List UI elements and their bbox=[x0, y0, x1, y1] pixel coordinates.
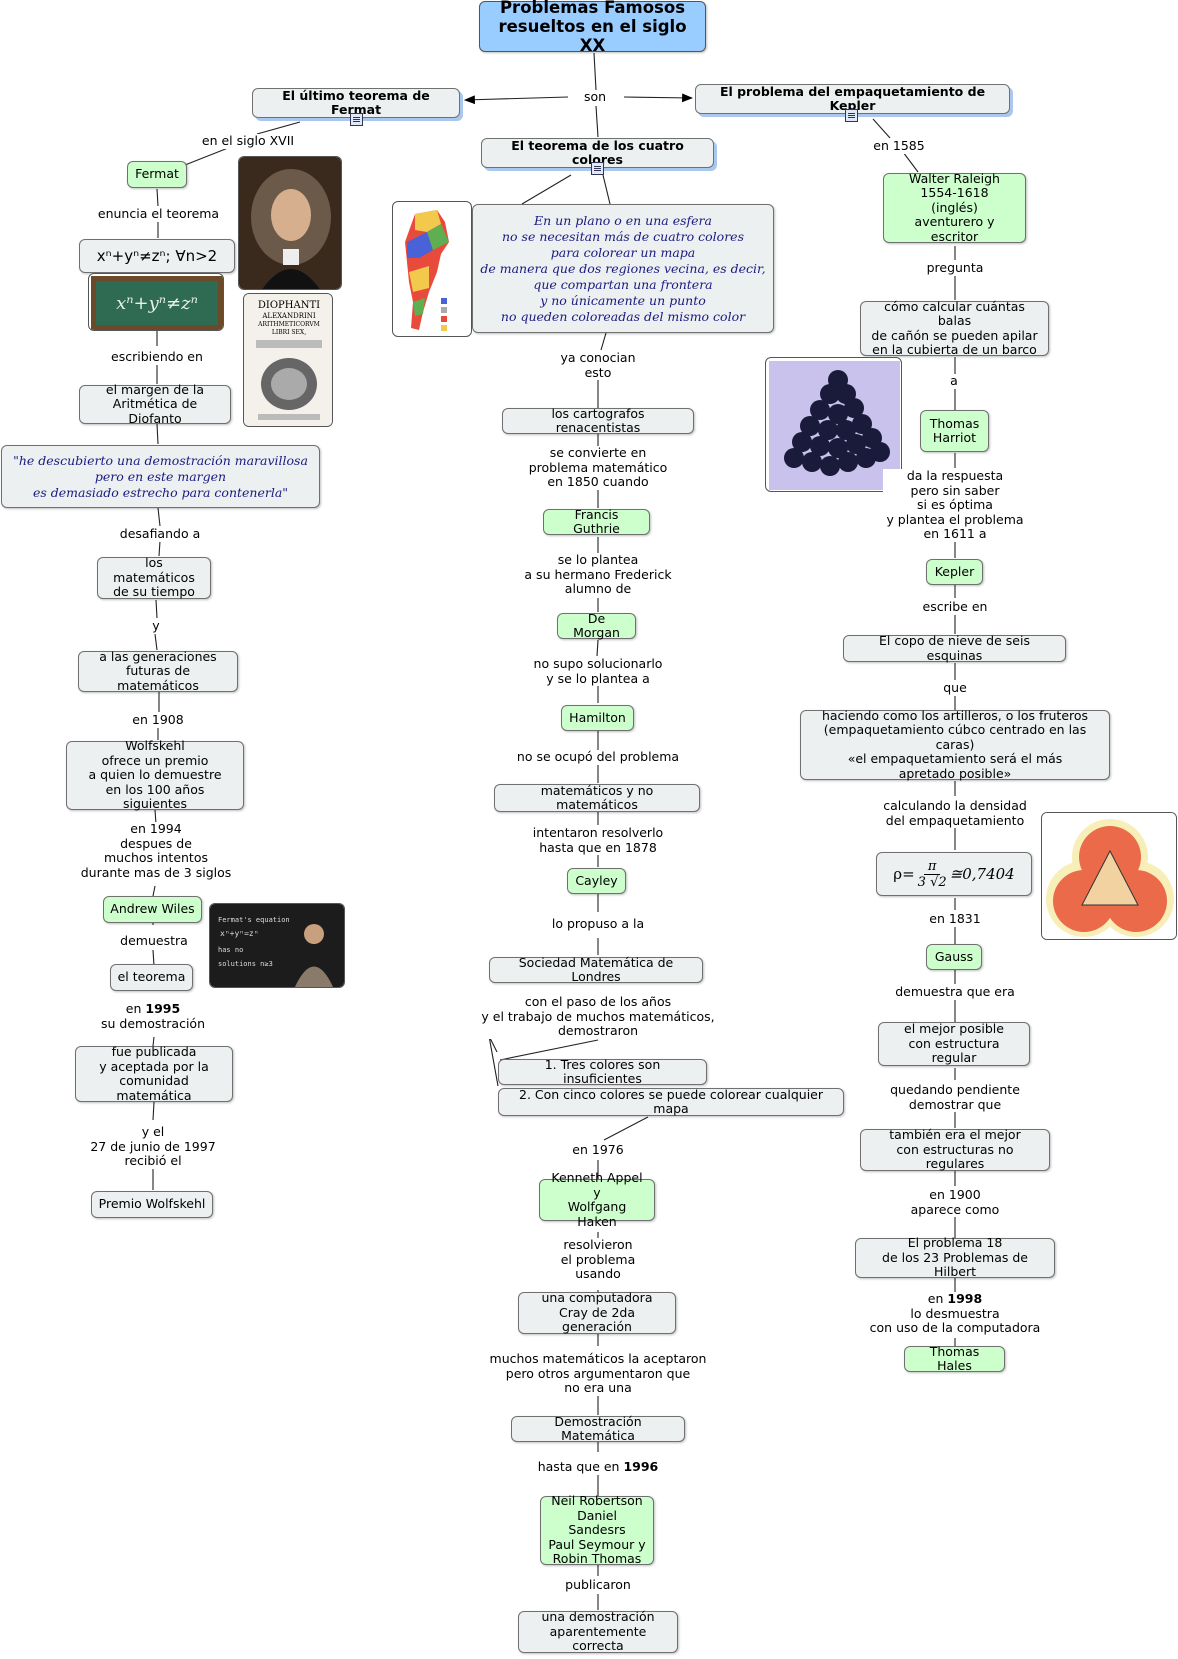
de-morgan-node[interactable]: De Morgan bbox=[557, 611, 636, 640]
kepler-node[interactable]: Kepler bbox=[926, 559, 983, 585]
link-label-intentaron: intentaron resolverlo hasta que en 1878 bbox=[522, 825, 674, 855]
density-denominator: 3 √2 bbox=[917, 874, 947, 890]
mejor-posible-node[interactable]: el mejor posible con estructura regular bbox=[878, 1022, 1030, 1066]
link-label-plantea: se lo plantea a su hermano Frederick alu… bbox=[520, 552, 676, 597]
link-label-nosupo: no supo solucionarlo y se lo plantea a bbox=[520, 656, 676, 686]
robertson-node[interactable]: Neil Robertson Daniel Sandesrs Paul Seym… bbox=[540, 1494, 654, 1566]
walter-raleigh-node[interactable]: Walter Raleigh 1554-1618 (inglés) aventu… bbox=[883, 171, 1026, 244]
generaciones-node[interactable]: a las generaciones futuras de matemático… bbox=[78, 649, 238, 693]
link-label-demuestra: demuestra bbox=[114, 933, 194, 949]
link-label-escribiendo: escribiendo en bbox=[102, 349, 212, 365]
link-label-escribe: escribe en bbox=[915, 599, 995, 615]
artilleros-node[interactable]: haciendo como los artilleros, o los frut… bbox=[800, 708, 1110, 781]
cartografos-node[interactable]: los cartografos renacentistas bbox=[502, 406, 694, 435]
link-label-1831: en 1831 bbox=[924, 911, 986, 927]
wiles-blackboard-image: Fermat's equation xⁿ+yⁿ=zⁿ has no soluti… bbox=[209, 903, 345, 988]
svg-text:solutions n≥3: solutions n≥3 bbox=[218, 960, 273, 968]
note-icon[interactable] bbox=[350, 113, 363, 126]
link-label-muchos: muchos matemáticos la aceptaron pero otr… bbox=[486, 1351, 710, 1396]
tambien-mejor-node[interactable]: también era el mejor con estructuras no … bbox=[860, 1128, 1050, 1171]
copo-node[interactable]: El copo de nieve de seis esquinas bbox=[843, 633, 1066, 662]
link-label-enuncia: enuncia el teorema bbox=[96, 206, 221, 222]
balas-node[interactable]: cómo calcular cuántas balas de cañón se … bbox=[860, 299, 1049, 357]
link-label-siglo: en el siglo XVII bbox=[198, 133, 298, 149]
fermat-head-node[interactable]: El último teorema de Fermat bbox=[252, 88, 460, 118]
cannonball-pyramid-image bbox=[765, 357, 902, 492]
book-title-line-1: DIOPHANTI bbox=[258, 300, 320, 311]
matematicos-no-node[interactable]: matemáticos y no matemáticos bbox=[494, 783, 700, 812]
link-label-respuesta: da la respuesta pero sin saber si es ópt… bbox=[883, 468, 1027, 542]
demostracion-node[interactable]: Demostración Matemática bbox=[511, 1414, 685, 1443]
svg-text:xⁿ+yⁿ≠zⁿ: xⁿ+yⁿ≠zⁿ bbox=[116, 293, 198, 314]
density-value: ≅0,7404 bbox=[949, 864, 1015, 883]
colores-quote-node[interactable]: En un plano o en una esfera no se necesi… bbox=[472, 204, 774, 333]
wolfskehl-node[interactable]: Wolfskehl ofrece un premio a quien lo de… bbox=[66, 739, 244, 811]
hamilton-node[interactable]: Hamilton bbox=[561, 705, 634, 731]
link-label-que: que bbox=[938, 680, 972, 696]
svg-text:xⁿ+yⁿ=zⁿ: xⁿ+yⁿ=zⁿ bbox=[220, 929, 259, 938]
arithmetica-book-image: DIOPHANTI ALEXANDRINI ARITHMETICORVM LIB… bbox=[243, 293, 333, 427]
link-label-1908: en 1908 bbox=[126, 712, 190, 728]
publicada-node[interactable]: fue publicada y aceptada por la comunida… bbox=[75, 1044, 233, 1102]
hilbert-node[interactable]: El problema 18 de los 23 Problemas de Hi… bbox=[855, 1236, 1055, 1279]
chalkboard-image: xⁿ+yⁿ≠zⁿ bbox=[88, 273, 224, 331]
link-label-1998: en 1998 lo desmuestra con uso de la comp… bbox=[868, 1291, 1042, 1336]
link-label-y: y bbox=[148, 618, 164, 634]
fermat-quote-node[interactable]: "he descubierto una demostración maravil… bbox=[1, 445, 320, 508]
fermat-node[interactable]: Fermat bbox=[127, 161, 187, 188]
link-label-resolvieron: resolvieron el problema usando bbox=[548, 1237, 648, 1282]
andrew-wiles-node[interactable]: Andrew Wiles bbox=[103, 896, 202, 923]
link-label-quedando: quedando pendiente demostrar que bbox=[886, 1082, 1024, 1112]
density-numerator: π bbox=[923, 859, 941, 875]
link-label-desafiando: desafiando a bbox=[116, 526, 204, 542]
link-label-a: a bbox=[946, 373, 962, 389]
svg-text:LIBRI SEX,: LIBRI SEX, bbox=[272, 329, 306, 336]
note-icon[interactable] bbox=[591, 162, 604, 175]
link-label-densidad: calculando la densidad del empaquetamien… bbox=[878, 798, 1032, 828]
argentina-map-image bbox=[392, 201, 472, 337]
sociedad-node[interactable]: Sociedad Matemática de Londres bbox=[489, 955, 703, 984]
link-label-1585: en 1585 bbox=[869, 138, 929, 154]
density-formula-node[interactable]: ρ= π 3 √2 ≅0,7404 bbox=[876, 852, 1032, 896]
link-label-pregunta: pregunta bbox=[918, 260, 992, 276]
fermat-portrait-image bbox=[238, 156, 342, 290]
gauss-node[interactable]: Gauss bbox=[926, 944, 982, 970]
svg-text:Fermat's equation: Fermat's equation bbox=[218, 916, 290, 924]
link-label-1900: en 1900 aparece como bbox=[905, 1187, 1005, 1217]
premio-wolfskehl-node[interactable]: Premio Wolfskehl bbox=[91, 1191, 213, 1218]
link-label-1996: hasta que en 1996 bbox=[524, 1459, 672, 1475]
main-title-node[interactable]: Problemas Famosos resueltos en el siglo … bbox=[479, 0, 706, 55]
link-label-conelpaso: con el paso de los años y el trabajo de … bbox=[476, 994, 720, 1039]
link-label-1995: en 1995 su demostración bbox=[96, 1001, 210, 1031]
svg-text:has no: has no bbox=[218, 946, 243, 954]
correcta-node[interactable]: una demostración aparentemente correcta bbox=[518, 1610, 678, 1653]
svg-text:ALEXANDRINI: ALEXANDRINI bbox=[261, 312, 316, 320]
link-label-noocupo: no se ocupó del problema bbox=[506, 749, 690, 765]
link-label-demuestraque: demuestra que era bbox=[890, 984, 1020, 1000]
link-label-1850: se convierte en problema matemático en 1… bbox=[522, 445, 674, 490]
sphere-packing-image bbox=[1041, 812, 1177, 940]
thomas-hales-node[interactable]: Thomas Hales bbox=[904, 1344, 1005, 1373]
link-label-1976: en 1976 bbox=[568, 1142, 628, 1158]
tres-colores-node[interactable]: 1. Tres colores son insuficientes bbox=[498, 1057, 707, 1086]
link-label-propuso: lo propuso a la bbox=[540, 916, 656, 932]
link-label-1997: y el 27 de junio de 1997 recibió el bbox=[88, 1124, 218, 1169]
link-label-conocian: ya conocian esto bbox=[558, 350, 638, 380]
matematicos-tiempo-node[interactable]: los matemáticos de su tiempo bbox=[97, 556, 211, 599]
cinco-colores-node[interactable]: 2. Con cinco colores se puede colorear c… bbox=[498, 1087, 844, 1116]
appel-haken-node[interactable]: Kenneth Appel y Wolfgang Haken bbox=[539, 1170, 655, 1228]
francis-guthrie-node[interactable]: Francis Guthrie bbox=[543, 507, 650, 536]
fermat-formula-node[interactable]: xⁿ+yⁿ≠zⁿ; ∀n>2 bbox=[79, 239, 235, 273]
el-teorema-node[interactable]: el teorema bbox=[110, 964, 193, 991]
density-rho: ρ= bbox=[893, 864, 915, 883]
margen-node[interactable]: el margen de la Aritmética de Diofanto bbox=[79, 382, 231, 426]
link-label-publicaron: publicaron bbox=[558, 1577, 638, 1593]
cayley-node[interactable]: Cayley bbox=[567, 868, 626, 894]
svg-text:ARITHMETICORVM: ARITHMETICORVM bbox=[257, 321, 320, 328]
cray-node[interactable]: una computadora Cray de 2da generación bbox=[518, 1291, 676, 1334]
thomas-harriot-node[interactable]: Thomas Harriot bbox=[920, 410, 989, 452]
link-label-son: son bbox=[578, 89, 612, 105]
link-label-1994: en 1994 despues de muchos intentos duran… bbox=[78, 821, 234, 880]
note-icon[interactable] bbox=[845, 109, 858, 122]
